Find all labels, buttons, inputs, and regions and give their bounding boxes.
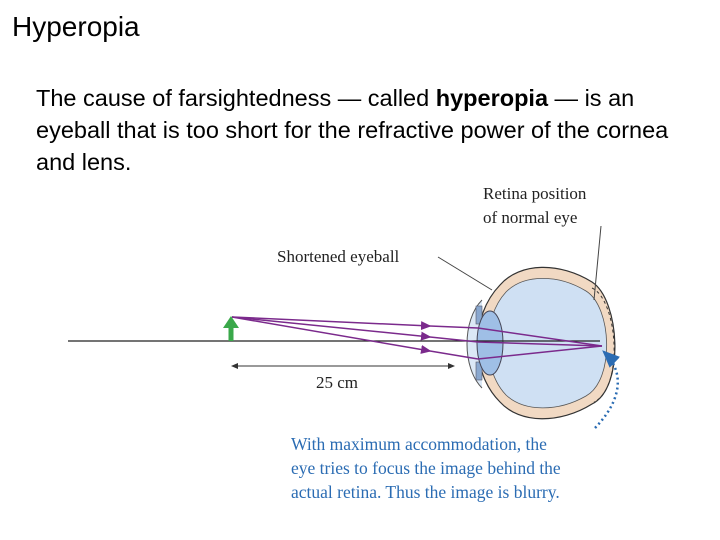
object-arrow-head	[223, 316, 239, 328]
ray-3b	[429, 350, 479, 360]
label-distance: 25 cm	[316, 373, 358, 392]
blue-dotted-arrow	[594, 350, 621, 429]
ray-1	[231, 316, 432, 331]
caption-line3: actual retina. Thus the image is blurry.	[291, 482, 560, 502]
label-shortened: Shortened eyeball	[277, 247, 400, 266]
body-text-bold: hyperopia	[435, 85, 549, 111]
slide-title: Hyperopia	[12, 11, 140, 42]
ray-inner-1	[477, 327, 603, 347]
caption-line2: eye tries to focus the image behind the	[291, 458, 561, 478]
ray-3	[231, 316, 432, 354]
normal-retina-dashed	[591, 287, 615, 403]
label-retina-line2: of normal eye	[483, 208, 577, 227]
ray-2	[231, 316, 432, 341]
distance-arrow-left	[231, 363, 238, 369]
leader-retina	[593, 225, 602, 301]
leader-shortened	[437, 256, 493, 291]
ray-1b	[429, 325, 479, 329]
body-text-part1: The cause of farsightedness — called	[36, 85, 436, 111]
body-text: The cause of farsightedness — called hyp…	[36, 82, 706, 178]
ray-inner-2	[477, 341, 603, 347]
label-retina-line1: Retina position	[483, 184, 587, 203]
body-text-part2: — is an eyeball that is too short for th…	[36, 85, 669, 175]
ray-2b	[429, 336, 479, 343]
caption-line1: With maximum accommodation, the	[291, 434, 547, 454]
ray-inner-3	[477, 345, 603, 360]
